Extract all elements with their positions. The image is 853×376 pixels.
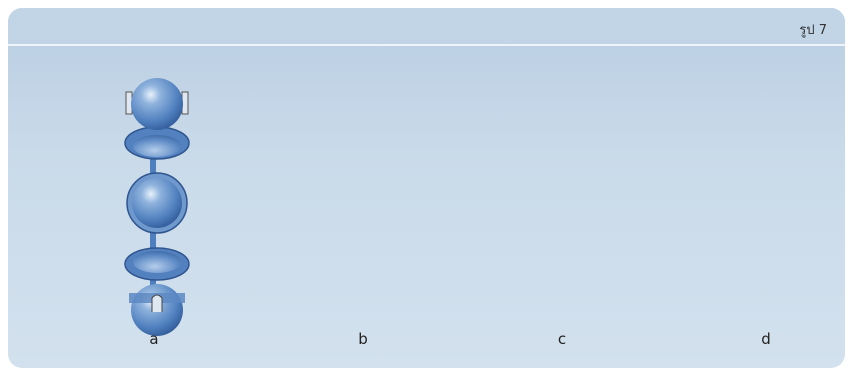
chain-a bbox=[124, 78, 190, 336]
caption-b: b bbox=[358, 330, 368, 348]
header-strip bbox=[8, 8, 845, 46]
caption-d: d bbox=[761, 330, 771, 348]
figure-label: รูป 7 bbox=[799, 23, 827, 38]
caption-a: a bbox=[149, 330, 159, 348]
caption-c: c bbox=[557, 330, 567, 348]
